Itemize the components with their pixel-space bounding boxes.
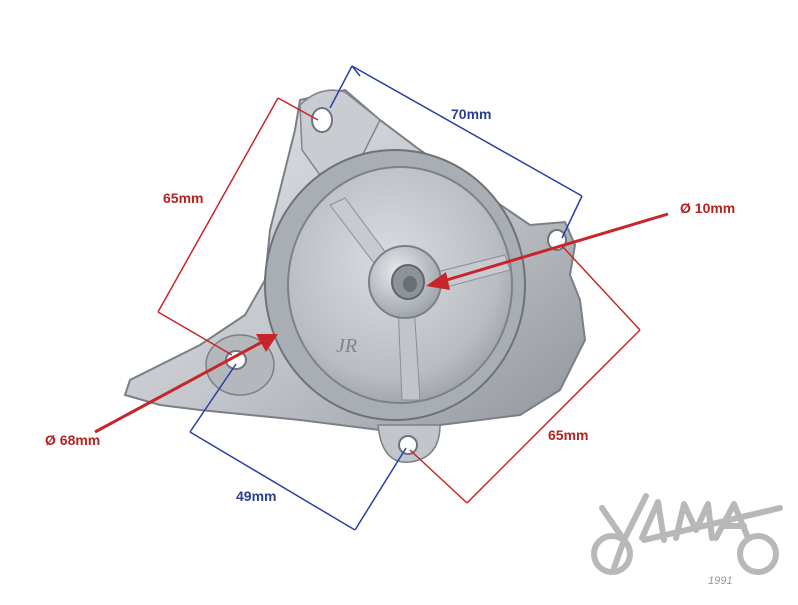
casting-mark: JR xyxy=(336,335,357,357)
dimension-left-height xyxy=(157,97,319,356)
label-bottom-width: 49mm xyxy=(236,488,277,504)
label-hole-diameter: Ø 10mm xyxy=(680,200,736,216)
center-hole-inner xyxy=(403,276,417,292)
label-right-height: 65mm xyxy=(548,427,589,443)
arrow-hole-diameter xyxy=(426,212,669,290)
arrow-outer-diameter xyxy=(94,334,278,434)
bolt-hole-top xyxy=(311,107,333,133)
label-top-width: 70mm xyxy=(451,106,492,122)
dimension-bottom-width xyxy=(189,363,407,531)
logo-year: 1991 xyxy=(708,575,732,587)
label-outer-diameter: Ø 68mm xyxy=(45,432,101,448)
label-left-height: 65mm xyxy=(163,190,204,206)
dimension-top-width xyxy=(329,65,583,239)
brand-logo: 1991 xyxy=(591,493,783,587)
bolt-hole-bottom xyxy=(398,435,418,455)
dimension-right-height xyxy=(409,245,641,504)
